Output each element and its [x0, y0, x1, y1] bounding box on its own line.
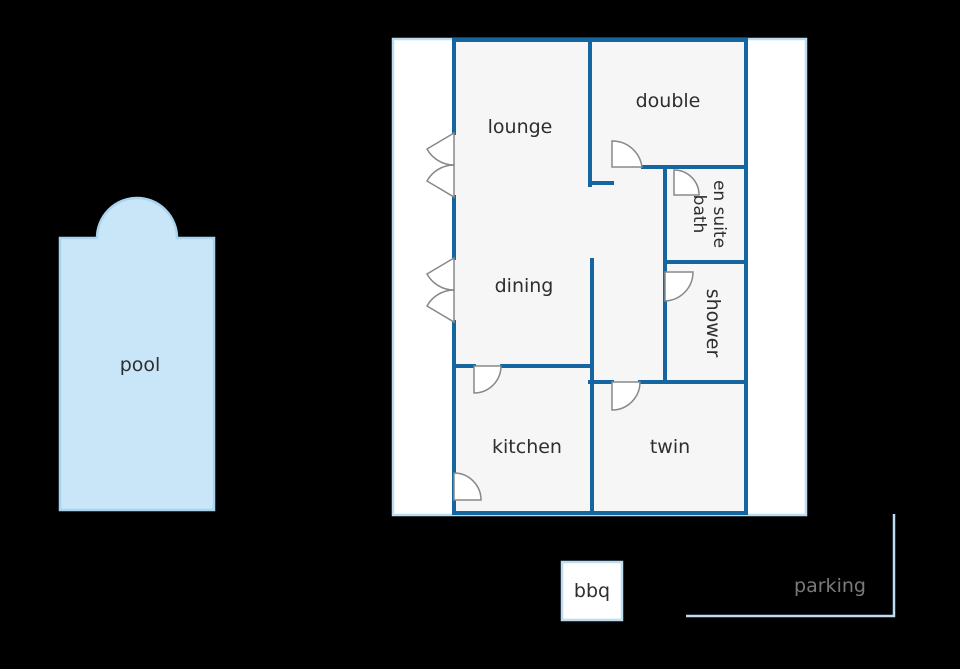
en-suite-label: en suite: [709, 180, 729, 248]
double-label: double: [636, 90, 701, 112]
house-floor: [454, 40, 746, 513]
pool-label: pool: [120, 354, 161, 376]
dining-door-bottom: [425, 289, 455, 324]
kitchen-label: kitchen: [492, 436, 562, 458]
pool: pool: [58, 196, 216, 512]
doors: [425, 131, 700, 501]
parking: parking: [686, 514, 896, 618]
parking-label: parking: [794, 575, 866, 597]
bbq-label: bbq: [574, 580, 610, 602]
kitchen-exterior-door: [453, 472, 482, 501]
shower-door: [664, 271, 694, 302]
twin-door: [611, 381, 641, 411]
walls: [452, 38, 748, 515]
shower-label: shower: [702, 289, 724, 358]
en-suite-door: [673, 169, 700, 196]
lounge-door-bottom: [425, 164, 455, 199]
parking-outline: [686, 514, 896, 618]
bbq-box: [560, 560, 624, 622]
bbq: bbq: [560, 560, 624, 622]
lounge-label: lounge: [488, 116, 553, 138]
en-suite-bath-label: bath: [689, 195, 709, 234]
twin-label: twin: [650, 436, 690, 458]
pool-shape: [58, 196, 216, 512]
dining-label: dining: [495, 275, 554, 297]
double-door: [611, 140, 643, 168]
kitchen-door: [473, 365, 502, 394]
